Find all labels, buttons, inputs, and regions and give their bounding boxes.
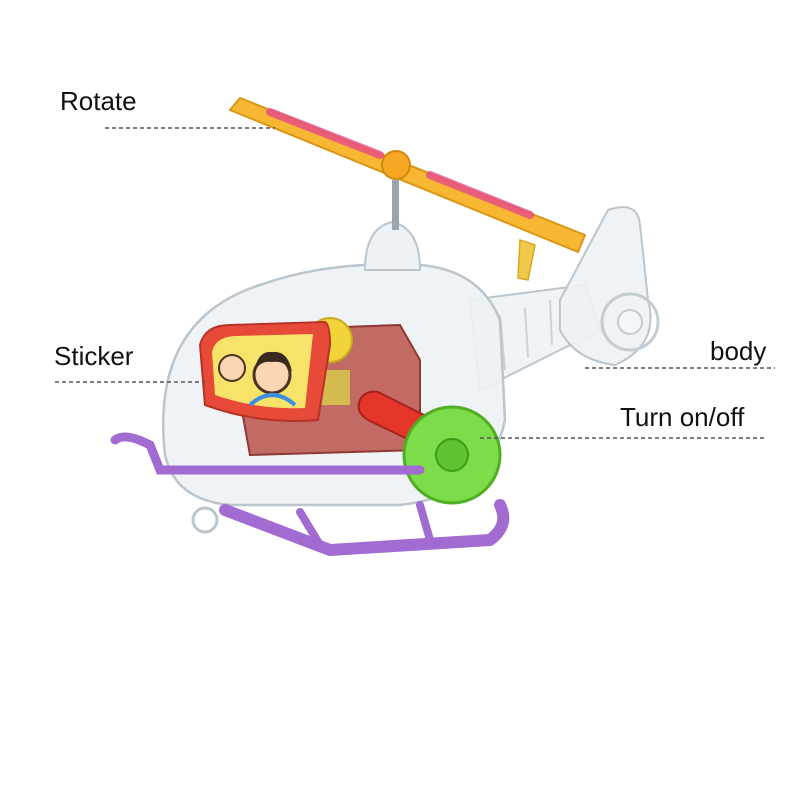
sticker-face-left — [218, 354, 246, 382]
skid-strut — [296, 508, 324, 549]
skid-front — [219, 499, 510, 556]
tail-rotor-ring — [600, 292, 660, 352]
rotor-tab — [517, 238, 536, 281]
tail-rib — [524, 307, 529, 359]
skid-strut — [416, 501, 434, 544]
body-label: body — [710, 336, 767, 366]
tail-rotor-hub — [617, 309, 643, 335]
on-off-gear — [402, 405, 502, 505]
rotor-hub — [381, 150, 411, 180]
tail-rib — [549, 299, 553, 346]
rotate-label: Rotate — [60, 86, 137, 116]
turn-on-off-label: Turn on/off — [620, 402, 745, 432]
sticker-rainbow — [248, 393, 297, 407]
rotor-mast — [392, 180, 399, 230]
sticker-label: Sticker — [54, 341, 134, 371]
rotor-blade-print — [266, 108, 534, 219]
rotor-blade — [228, 96, 587, 254]
sticker-hair — [254, 351, 292, 372]
front-loop — [191, 506, 219, 534]
skid-back — [110, 432, 425, 475]
